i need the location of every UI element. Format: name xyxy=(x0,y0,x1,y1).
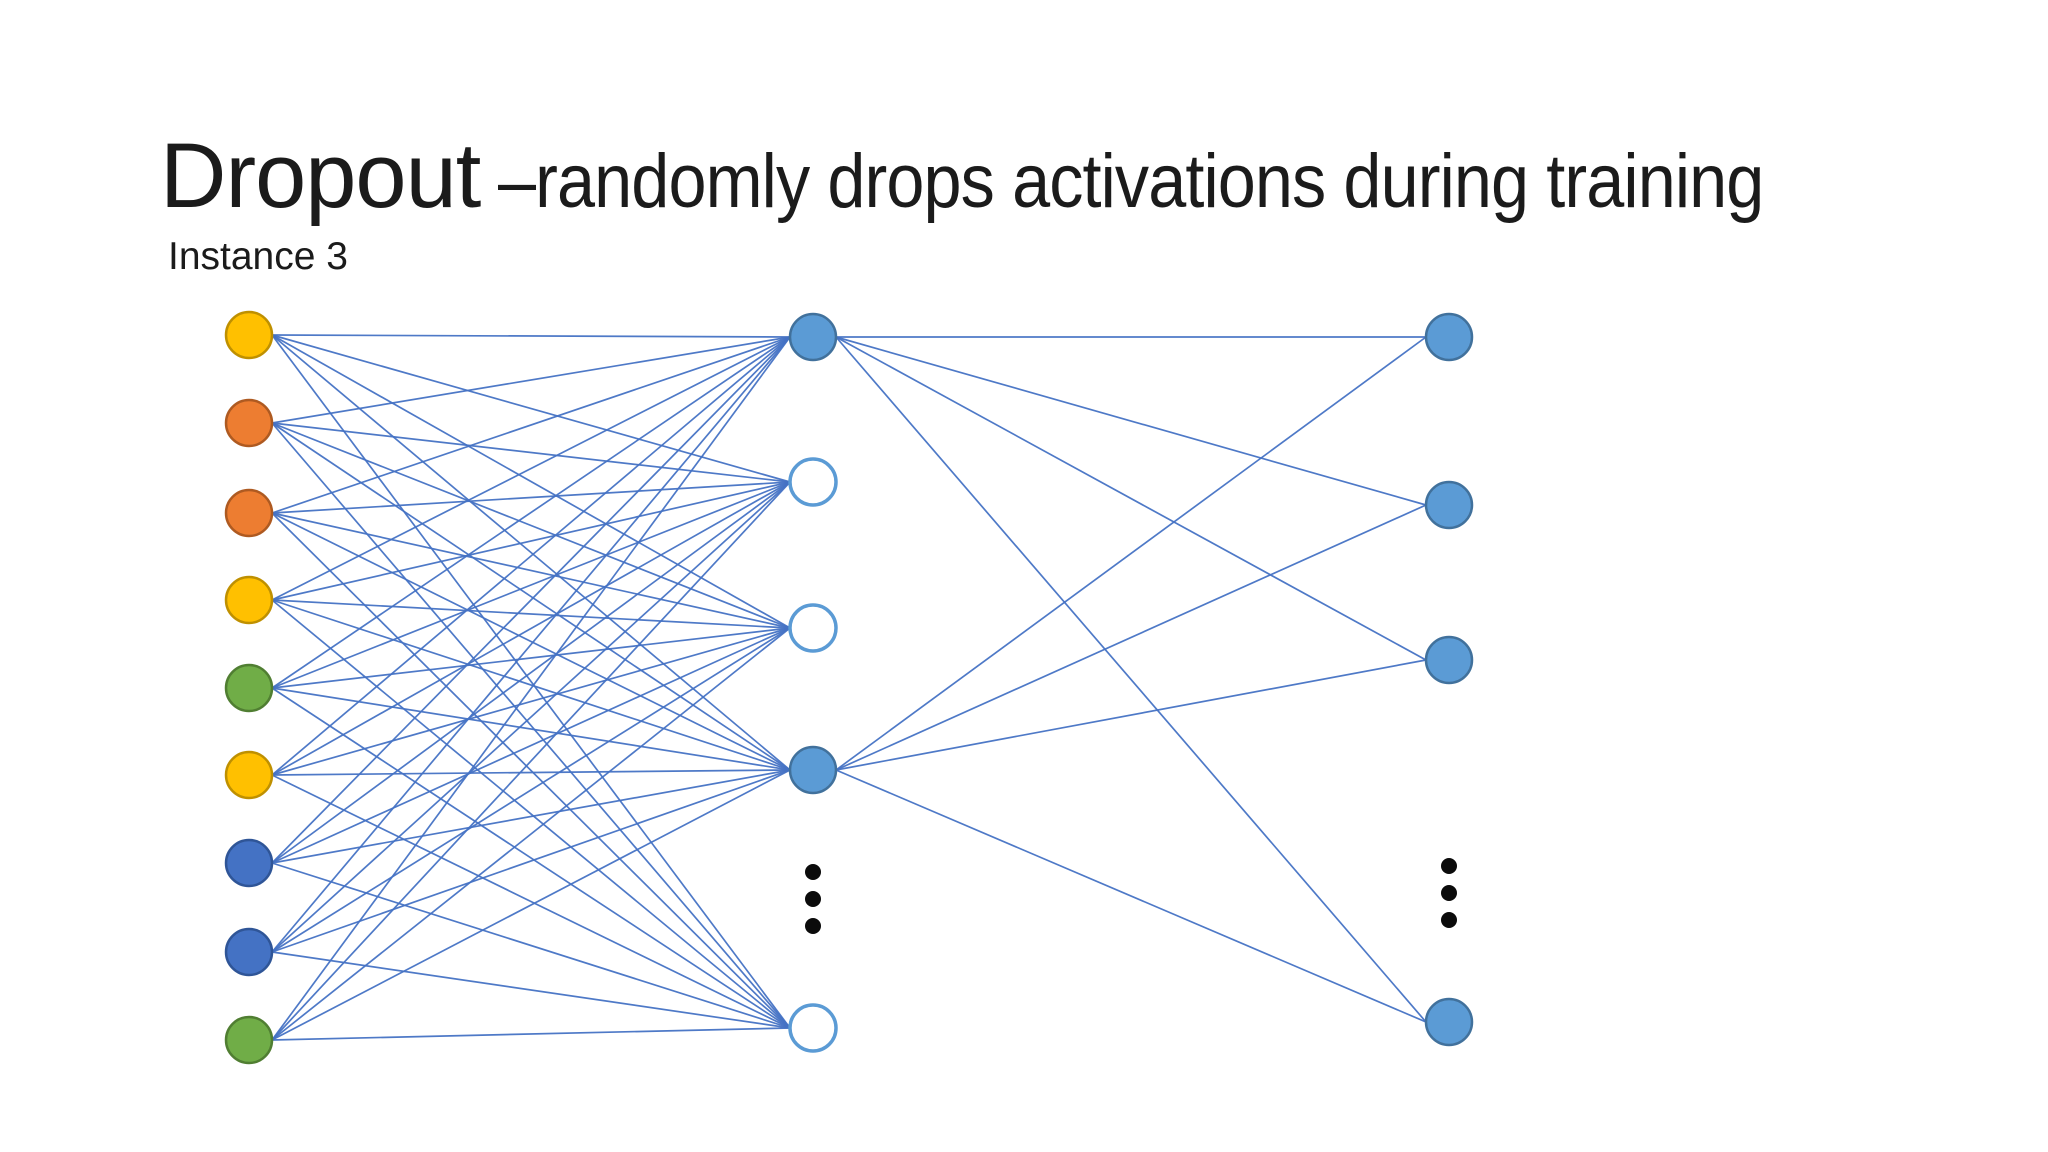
edge-input2-hidden5 xyxy=(271,422,791,1029)
output-ellipsis-dot-1 xyxy=(1441,858,1457,874)
edge-hidden4-output2 xyxy=(835,504,1427,771)
input-node-3 xyxy=(224,488,274,538)
edge-input2-hidden1 xyxy=(271,336,791,424)
edge-input8-hidden3 xyxy=(271,627,791,953)
edge-input1-hidden2 xyxy=(271,334,791,483)
output-node-2 xyxy=(1424,480,1474,530)
input-node-7 xyxy=(224,838,274,888)
edge-input8-hidden2 xyxy=(271,481,791,953)
hidden-ellipsis-dot-2 xyxy=(805,891,821,907)
edge-hidden1-output4 xyxy=(835,336,1427,1023)
edge-input6-hidden1 xyxy=(271,336,791,776)
edge-input1-hidden5 xyxy=(271,334,791,1029)
edge-input2-hidden3 xyxy=(271,422,791,629)
edge-hidden4-output3 xyxy=(835,659,1427,771)
edge-input9-hidden1 xyxy=(271,336,791,1041)
input-node-9 xyxy=(224,1015,274,1065)
input-node-1 xyxy=(224,310,274,360)
edge-input6-hidden5 xyxy=(271,774,791,1029)
slide-title-main: Dropout xyxy=(160,125,481,227)
hidden-ellipsis-dot-3 xyxy=(805,918,821,934)
edge-input7-hidden4 xyxy=(271,769,791,864)
edge-input6-hidden3 xyxy=(271,627,791,776)
output-ellipsis-dot-3 xyxy=(1441,912,1457,928)
edge-hidden4-output1 xyxy=(835,336,1427,771)
edge-input9-hidden4 xyxy=(271,769,791,1041)
hidden-ellipsis-dot-1 xyxy=(805,864,821,880)
edge-hidden1-output2 xyxy=(835,336,1427,506)
edge-input9-hidden2 xyxy=(271,481,791,1041)
edge-input3-hidden3 xyxy=(271,512,791,629)
edge-input9-hidden3 xyxy=(271,627,791,1041)
edge-input7-hidden2 xyxy=(271,481,791,864)
edge-input6-hidden2 xyxy=(271,481,791,776)
slide-title: Dropout–randomly drops activations durin… xyxy=(160,130,1904,222)
edge-input7-hidden3 xyxy=(271,627,791,864)
output-node-4 xyxy=(1424,997,1474,1047)
output-ellipsis-dot-2 xyxy=(1441,885,1457,901)
hidden-node-3 xyxy=(788,603,838,653)
input-node-2 xyxy=(224,398,274,448)
edge-input5-hidden2 xyxy=(271,481,791,689)
edge-input4-hidden5 xyxy=(271,599,791,1029)
edge-input5-hidden1 xyxy=(271,336,791,689)
edge-input2-hidden2 xyxy=(271,422,791,483)
input-node-5 xyxy=(224,663,274,713)
hidden-node-2 xyxy=(788,457,838,507)
edge-input9-hidden5 xyxy=(271,1027,791,1041)
edge-input5-hidden5 xyxy=(271,687,791,1029)
edge-input8-hidden5 xyxy=(271,951,791,1029)
edge-input1-hidden1 xyxy=(271,334,791,338)
edge-input8-hidden1 xyxy=(271,336,791,953)
output-node-1 xyxy=(1424,312,1474,362)
output-node-3 xyxy=(1424,635,1474,685)
edge-input3-hidden5 xyxy=(271,512,791,1029)
edge-input3-hidden1 xyxy=(271,336,791,514)
edge-input7-hidden5 xyxy=(271,862,791,1029)
edge-input2-hidden4 xyxy=(271,422,791,771)
edge-input5-hidden3 xyxy=(271,627,791,689)
edge-input4-hidden4 xyxy=(271,599,791,771)
edge-input1-hidden3 xyxy=(271,334,791,629)
input-node-4 xyxy=(224,575,274,625)
slide-title-sub: –randomly drops activations during train… xyxy=(498,139,1764,224)
edge-input7-hidden1 xyxy=(271,336,791,864)
edge-hidden4-output4 xyxy=(835,769,1427,1023)
hidden-node-4 xyxy=(788,745,838,795)
edge-hidden1-output3 xyxy=(835,336,1427,661)
edge-input5-hidden4 xyxy=(271,687,791,771)
instance-label: Instance 3 xyxy=(168,235,348,278)
edge-input4-hidden1 xyxy=(271,336,791,601)
edge-input4-hidden2 xyxy=(271,481,791,601)
edge-input4-hidden3 xyxy=(271,599,791,629)
input-node-6 xyxy=(224,750,274,800)
hidden-node-1 xyxy=(788,312,838,362)
edge-input3-hidden2 xyxy=(271,481,791,514)
input-node-8 xyxy=(224,927,274,977)
hidden-node-5 xyxy=(788,1003,838,1053)
